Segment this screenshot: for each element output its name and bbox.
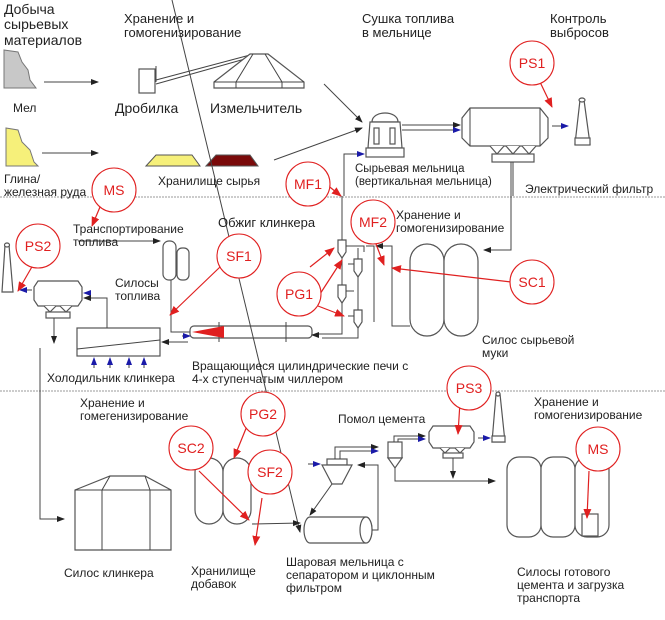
marker-sf1[interactable]: SF1 <box>216 233 262 279</box>
cyclone-to-cement-silo-line <box>394 468 496 484</box>
cyclone-to-filter-2 <box>397 436 426 442</box>
marker-ps1[interactable]: PS1 <box>509 40 555 86</box>
separator-to-cyclone-2 <box>339 448 379 459</box>
mill-to-separator-line <box>357 462 379 531</box>
marker-ps3[interactable]: PS3 <box>446 365 492 411</box>
marker-sc2[interactable]: SC2 <box>168 425 214 471</box>
separator-return-arrow <box>309 483 333 516</box>
ball-mill-icon <box>303 516 373 544</box>
cooler-filter-icon <box>33 280 83 319</box>
label-grinder: Измельчитель <box>210 100 303 116</box>
marker-sc1[interactable]: SC1 <box>509 259 555 305</box>
separator-to-cyclone-1 <box>334 444 379 459</box>
grinder-to-mill-arrow <box>323 83 363 123</box>
marker-ps3-label: PS3 <box>456 380 483 396</box>
label-chalk: Мел <box>13 101 37 115</box>
crusher-icon <box>138 68 156 94</box>
raw-meal-silo-icon <box>409 243 479 337</box>
cooler-air-arrows <box>91 357 147 368</box>
label-rotary-kiln: Вращающиеся цилиндрические печи с 4-х ст… <box>192 359 409 387</box>
marker-sc1-label: SC1 <box>518 274 545 290</box>
marker-ms-top[interactable]: MS <box>91 167 137 213</box>
marker-sf2-label: SF2 <box>257 464 283 480</box>
raw-storage-yellow-icon <box>144 154 201 167</box>
label-storage-homog-2: Хранение и гомогенизирование <box>396 208 505 236</box>
label-cement-grinding: Помол цемента <box>338 412 426 426</box>
marker-mf1[interactable]: MF1 <box>285 161 331 207</box>
marker-ms-top-label: MS <box>104 182 125 198</box>
marker-sc2-label: SC2 <box>177 440 204 456</box>
additive-to-mill-arrow <box>251 520 301 527</box>
label-clinker-cooler: Холодильник клинкера <box>47 371 175 385</box>
clinker-cooler-icon <box>76 327 161 357</box>
marker-ms-bottom[interactable]: MS <box>575 426 621 472</box>
stack-right-icon <box>491 391 506 443</box>
raw-silo-to-preheater-line <box>375 243 410 327</box>
crusher-conveyor <box>155 54 253 85</box>
label-emission-control: Контроль выбросов <box>550 11 609 41</box>
label-clay-iron-ore: Глина/ железная руда <box>4 172 87 200</box>
cooler-to-filter2-line <box>86 297 108 328</box>
label-storage-homog-4: Хранение и гомогенизирование <box>534 395 643 423</box>
label-fuel-transport: Транспортирование топлива <box>73 222 184 250</box>
label-clinker-burning: Обжиг клинкера <box>218 215 316 230</box>
separator-icon <box>321 458 353 485</box>
label-fuel-silos: Силосы топлива <box>115 276 161 304</box>
filter-to-raw-silo-line <box>483 162 512 253</box>
label-raw-mill: Сырьевая мельница (вертикальная мельница… <box>355 163 492 188</box>
raw-storage-red-icon <box>204 154 259 167</box>
marker-sf2[interactable]: SF2 <box>247 449 293 495</box>
marker-ms-bottom-label: MS <box>588 441 609 457</box>
label-electrostatic-filter: Электрический фильтр <box>525 182 654 196</box>
label-crusher: Дробилка <box>115 100 179 116</box>
marker-mf1-label: MF1 <box>294 176 322 192</box>
marker-pg2-label: PG2 <box>249 406 277 422</box>
label-mining: Добыча сырьевых материалов <box>4 1 83 48</box>
electrostatic-filter-icon <box>461 107 549 163</box>
label-clinker-silo: Силос клинкера <box>64 566 154 580</box>
marker-pg1-label: PG1 <box>285 286 313 302</box>
marker-ps1-label: PS1 <box>519 55 546 71</box>
storage-to-mill-arrow <box>273 127 363 161</box>
marker-pg2[interactable]: PG2 <box>240 391 286 437</box>
fuel-to-kiln-line <box>170 280 190 333</box>
label-raw-storage: Хранилище сырья <box>158 174 261 188</box>
marker-mf2[interactable]: MF2 <box>350 199 396 245</box>
cooler-to-clinker-silo-line <box>39 348 65 522</box>
cement-silos-icon <box>506 456 610 538</box>
label-raw-meal-silo: Силос сырьевой муки <box>482 333 575 361</box>
label-ball-mill: Шаровая мельница с сепаратором и циклонн… <box>286 555 435 596</box>
chalk-pile-icon <box>3 49 37 89</box>
cyclone-filter-icon <box>386 441 404 470</box>
rotary-kiln-icon <box>189 322 313 342</box>
marker-sf1-label: SF1 <box>226 248 252 264</box>
marker-ps2-label: PS2 <box>25 238 52 254</box>
label-storage-homog-1: Хранение и гомогенизирование <box>124 11 242 41</box>
clinker-silo-icon <box>74 475 172 551</box>
raw-mill-icon <box>365 112 405 158</box>
stack-left-icon <box>1 242 14 293</box>
cyclone-to-filter-1 <box>393 433 426 442</box>
stack-top-icon <box>574 97 591 146</box>
grinder-hall-lines <box>214 53 304 88</box>
cement-filter-icon <box>428 425 475 459</box>
label-additive-storage: Хранилище добавок <box>191 564 256 592</box>
grinder-hall-icon <box>213 53 305 89</box>
marker-ps2[interactable]: PS2 <box>15 223 61 269</box>
hot-gas-to-mill <box>343 153 362 196</box>
marker-mf2-label: MF2 <box>359 214 387 230</box>
clay-pile-icon <box>5 127 40 167</box>
label-cement-silos: Силосы готового цемента и загрузка транс… <box>517 565 625 606</box>
fuel-silos-icon <box>162 240 190 281</box>
marker-arrows <box>17 81 592 546</box>
marker-pg1[interactable]: PG1 <box>276 271 322 317</box>
label-fuel-drying: Сушка топлива в мельнице <box>362 11 455 41</box>
label-storage-homog-3: Хранение и гомегенизирование <box>80 396 189 424</box>
